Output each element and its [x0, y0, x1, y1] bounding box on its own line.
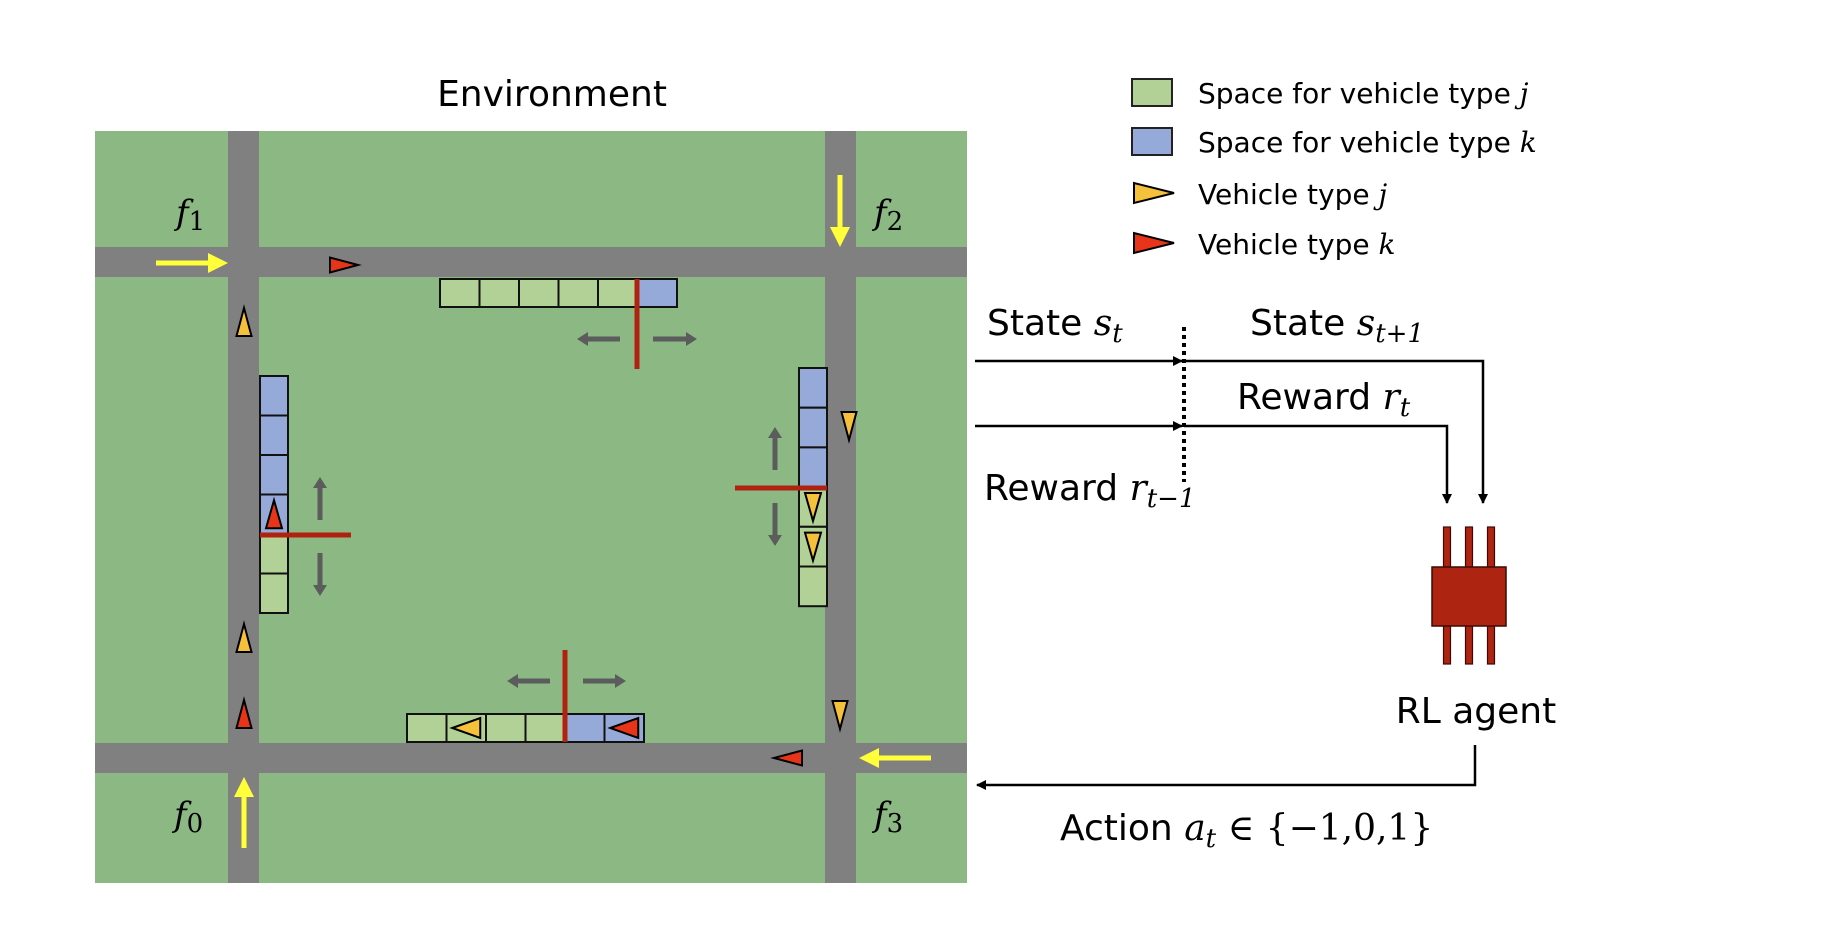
space-cell-j — [597, 278, 639, 308]
stack-left — [259, 375, 289, 614]
legend-var: k — [1520, 126, 1537, 159]
inflow-f0-arrow-icon — [234, 777, 254, 797]
reward-arrow-to-agent — [1184, 424, 1452, 504]
flow-arrows — [156, 175, 931, 848]
vehicle-k-icon — [235, 696, 253, 729]
move-down-arrow-icon — [313, 585, 327, 596]
rl-agent-chip-icon — [1431, 526, 1507, 665]
vehicle-j-icon — [235, 304, 253, 337]
vehicle-k-icon — [607, 716, 640, 740]
legend-item: Space for vehicle type k — [1131, 126, 1537, 159]
space-cell-j — [557, 278, 599, 308]
environment-title: Environment — [437, 74, 667, 115]
legend-item: Vehicle type k — [1133, 228, 1395, 261]
reward-t-label: Reward rt — [1237, 377, 1411, 423]
legend-space-k-swatch — [1131, 127, 1173, 156]
signal-lines — [975, 327, 1488, 790]
move-right-arrow-icon — [615, 674, 626, 688]
move-up-arrow-icon — [313, 477, 327, 488]
inflow-f1-arrow-icon — [208, 253, 228, 273]
legend-label: Vehicle type k — [1198, 228, 1395, 261]
legend-item: Space for vehicle type j — [1131, 77, 1529, 110]
road-horizontal-top — [95, 247, 967, 277]
rl-agent-label: RL agent — [1396, 691, 1557, 732]
state-t-label: State st — [987, 303, 1123, 349]
space-cell-k — [259, 454, 289, 496]
vehicle-k-icon — [329, 256, 362, 274]
space-cell-k — [564, 713, 606, 743]
legend-label: Space for vehicle type k — [1198, 126, 1537, 159]
legend-space-j-swatch — [1131, 78, 1173, 107]
move-up-arrow-icon — [768, 427, 782, 438]
space-cell-k — [798, 367, 828, 409]
vehicle-j-icon — [235, 620, 253, 653]
legend-label: Vehicle type j — [1198, 178, 1387, 211]
move-left-arrow-icon — [577, 332, 588, 346]
vehicles — [235, 256, 858, 767]
space-cell-k — [636, 278, 678, 308]
space-cell-j — [439, 278, 481, 308]
chip-body — [1431, 566, 1507, 627]
environment-map — [95, 131, 967, 883]
vehicle-j-icon — [831, 700, 849, 733]
gates — [260, 279, 827, 742]
move-right-arrow-icon — [686, 332, 697, 346]
space-cell-k — [259, 414, 289, 456]
vehicle-j-icon — [840, 411, 858, 444]
road-horizontal-bottom — [95, 743, 967, 773]
space-cell-k — [798, 406, 828, 449]
stack-top — [439, 278, 678, 308]
space-cell-j — [478, 278, 520, 308]
space-cell-k — [259, 375, 289, 417]
vehicle-j-icon — [449, 716, 482, 740]
action-arrow — [976, 745, 1477, 790]
move-left-arrow-icon — [507, 674, 518, 688]
legend-text: Vehicle type — [1198, 228, 1378, 261]
legend-text: Space for vehicle type — [1198, 77, 1520, 110]
legend-text: Space for vehicle type — [1198, 126, 1520, 159]
space-cell-k — [798, 446, 828, 489]
legend-var: k — [1378, 228, 1395, 261]
action-label: Action at ∈ {−1,0,1} — [1060, 808, 1433, 854]
move-down-arrow-icon — [768, 535, 782, 546]
state-t1-label: State st+1 — [1250, 303, 1424, 349]
legend-text: Vehicle type — [1198, 178, 1378, 211]
space-cell-j — [798, 565, 828, 608]
state-arrow-to-agent — [1184, 359, 1488, 504]
legend-vehicle-k-icon — [1133, 231, 1175, 255]
space-cell-j — [259, 533, 289, 575]
stack-right — [798, 367, 828, 608]
reward-t-minus-1-label: Reward rt−1 — [984, 468, 1196, 514]
legend-item: Vehicle type j — [1133, 178, 1387, 211]
inflow-f2-arrow-icon — [830, 227, 850, 247]
legend-vehicle-j-icon — [1133, 181, 1175, 205]
vehicle-k-icon — [264, 496, 284, 530]
space-cell-j — [259, 572, 289, 614]
space-cell-j — [485, 713, 527, 743]
vehicle-k-icon — [770, 749, 803, 767]
vehicle-j-icon — [803, 531, 823, 565]
inflow-f3-arrow-icon — [859, 748, 879, 768]
space-cell-j — [406, 713, 448, 743]
space-cell-j — [518, 278, 560, 308]
vehicle-j-icon — [803, 491, 823, 525]
space-cell-j — [524, 713, 566, 743]
legend-label: Space for vehicle type j — [1198, 77, 1529, 110]
